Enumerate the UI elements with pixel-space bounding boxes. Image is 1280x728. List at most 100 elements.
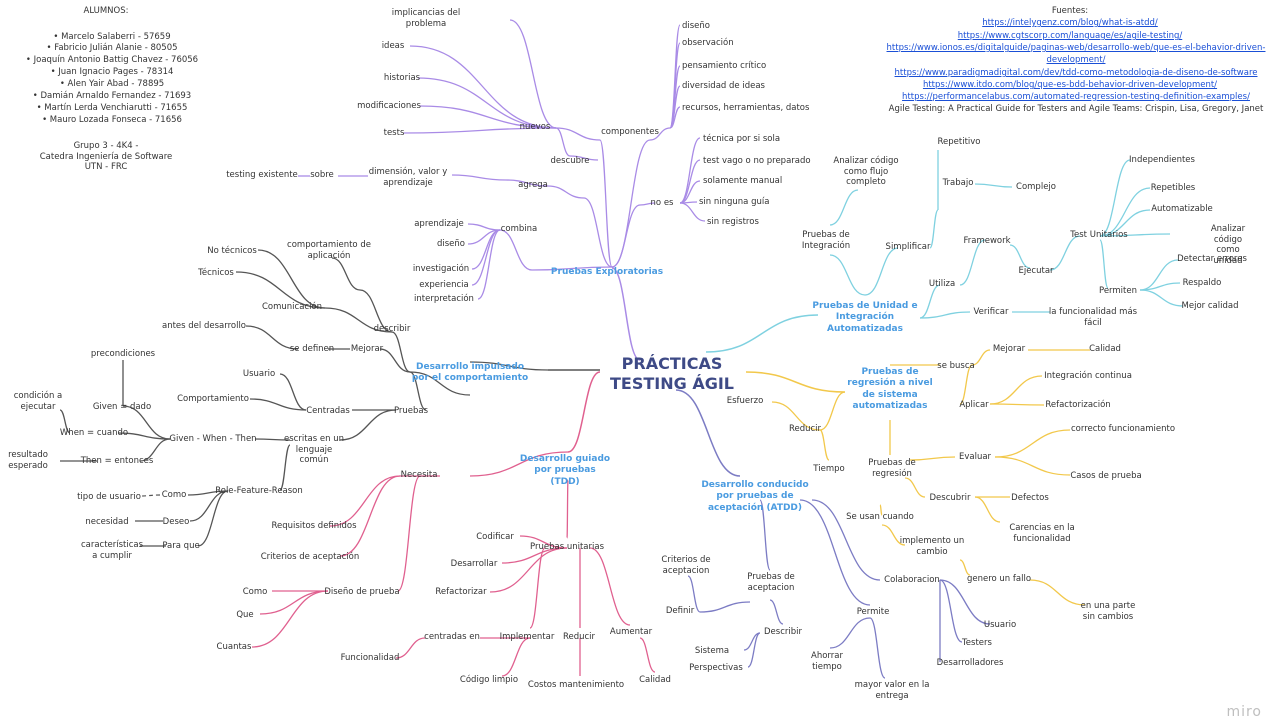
node-reducir-tdd: Reducir — [562, 632, 596, 642]
node-pruebas-unitarias: Pruebas unitarias — [530, 542, 604, 552]
connector — [819, 429, 830, 461]
node-codificar: Codificar — [476, 532, 514, 542]
node-repetitivo: Repetitivo — [937, 137, 981, 147]
node-criterios-tdd: Criterios de aceptación — [260, 552, 360, 562]
connector — [864, 247, 899, 296]
connector — [197, 490, 229, 547]
node-usuario-atdd: Usuario — [983, 620, 1017, 630]
connector — [505, 179, 549, 187]
node-sobre: sobre — [310, 170, 334, 180]
connector — [687, 575, 701, 613]
node-centradas: Centradas — [306, 406, 350, 416]
node-trabajo: Trabajo — [942, 178, 974, 188]
node-centradas-en: centradas en — [424, 632, 480, 642]
connector — [339, 475, 401, 557]
source-link[interactable]: https://www.paradigmadigital.com/dev/tdd… — [894, 68, 1258, 78]
node-en-una-parte: en una parte sin cambios — [1080, 601, 1136, 622]
node-testing-existente: testing existente — [226, 170, 298, 180]
node-pruebas: Pruebas — [393, 406, 429, 416]
student-item: • Damián Arnaldo Fernandez - 71693 — [32, 91, 192, 101]
node-investigacion: investigación — [412, 264, 470, 274]
node-costos: Costos mantenimiento — [527, 680, 625, 690]
node-historias: historias — [383, 73, 421, 83]
node-casos: Casos de prueba — [1070, 471, 1142, 481]
connector — [829, 254, 866, 296]
connector — [799, 499, 871, 606]
node-se-definen: se definen — [289, 344, 335, 354]
connector — [324, 307, 393, 333]
student-item: • Marcelo Salaberri - 57659 — [53, 32, 171, 42]
connector — [919, 284, 941, 319]
node-describir: describir — [373, 324, 411, 334]
node-when: When = cuando — [59, 428, 129, 438]
connector — [259, 590, 329, 615]
student-item: • Alen Yair Abad - 78895 — [59, 79, 165, 89]
node-gwt: Given - When - Then — [169, 434, 257, 444]
node-ideas: ideas — [381, 41, 405, 51]
node-necesita: Necesita — [400, 470, 438, 480]
node-dimension: dimensión, valor y aprendizaje — [368, 167, 448, 188]
node-interpretacion: interpretación — [414, 294, 474, 304]
node-desarrolladores: Desarrolladores — [936, 658, 1004, 668]
node-aprendizaje: aprendizaje — [414, 219, 464, 229]
connector — [467, 223, 501, 231]
connector — [391, 331, 411, 373]
connector — [994, 429, 1071, 458]
group-info: Grupo 3 - 4K4 - Catedra Ingeniería de So… — [39, 141, 173, 173]
node-definir: Definir — [665, 606, 695, 616]
source-link[interactable]: https://intelygenz.com/blog/what-is-atdd… — [982, 18, 1158, 28]
students-title: ALUMNOS: — [83, 6, 129, 16]
node-se-busca: se busca — [937, 361, 975, 371]
connector — [583, 197, 613, 268]
connector — [879, 504, 883, 516]
node-mayor-valor: mayor valor en la entrega — [854, 680, 930, 701]
connector — [531, 266, 613, 271]
node-implemento: implemento un cambio — [899, 536, 965, 557]
connector — [235, 271, 326, 309]
source-link[interactable]: https://www.itdo.com/blog/que-es-bdd-beh… — [922, 80, 1218, 90]
node-funcionalidad-tdd: Funcionalidad — [340, 653, 400, 663]
node-implementar: Implementar — [499, 632, 555, 642]
source-link[interactable]: development/ — [1046, 55, 1106, 65]
node-condicion: condición a ejecutar — [13, 391, 63, 412]
node-solo-manual: solamente manual — [703, 176, 783, 186]
connector — [974, 183, 1013, 188]
source-link[interactable]: https://www.ionos.es/digitalguide/pagina… — [886, 43, 1266, 53]
connector — [939, 579, 991, 625]
node-ejecutar: Ejecutar — [1018, 266, 1054, 276]
node-respaldo: Respaldo — [1182, 278, 1222, 288]
connector — [339, 409, 397, 441]
connector — [1009, 244, 1031, 269]
node-comportamiento: Comportamiento — [177, 394, 249, 404]
node-analizar-flujo: Analizar código como flujo completo — [833, 156, 899, 188]
branch-exploratorias: Pruebas Exploratorias — [550, 267, 664, 277]
node-mejorar-reg: Mejorar — [992, 344, 1026, 354]
node-reducir-reg: Reducir — [788, 424, 822, 434]
node-precondiciones: precondiciones — [90, 349, 156, 359]
source-link[interactable]: https://performancelabus.com/automated-r… — [902, 92, 1250, 102]
connector — [909, 456, 956, 461]
source-link[interactable]: https://www.cgtscorp.com/language/es/agi… — [957, 31, 1183, 41]
node-pruebas-regresion: Pruebas de regresión — [868, 458, 916, 479]
connector — [929, 209, 939, 249]
node-repetibles: Repetibles — [1150, 183, 1196, 193]
student-item: • Joaquín Antonio Battig Chavez - 76056 — [25, 55, 199, 65]
node-detectar-errores: Detectar errores — [1177, 254, 1247, 264]
connector — [419, 105, 557, 129]
connector — [649, 127, 671, 141]
node-pruebas-integracion: Pruebas de Integración — [801, 230, 851, 251]
node-agrega: agrega — [518, 180, 548, 190]
connector — [395, 637, 426, 659]
miro-watermark: miro — [1226, 704, 1262, 720]
node-como-tdd: Como — [242, 587, 268, 597]
node-se-usan: Se usan cuando — [846, 512, 914, 522]
node-tecnicos: Técnicos — [198, 268, 234, 278]
node-codigo-limpio: Código limpio — [459, 675, 519, 685]
connector — [679, 159, 701, 204]
connector — [599, 139, 613, 268]
node-automatizable: Automatizable — [1151, 204, 1213, 214]
node-escritas: escritas en un lenguaje común — [284, 434, 344, 466]
node-test-unitarios: Test Unitarios — [1070, 230, 1128, 240]
branch-unidad: Pruebas de Unidad e Integración Automati… — [812, 301, 918, 334]
